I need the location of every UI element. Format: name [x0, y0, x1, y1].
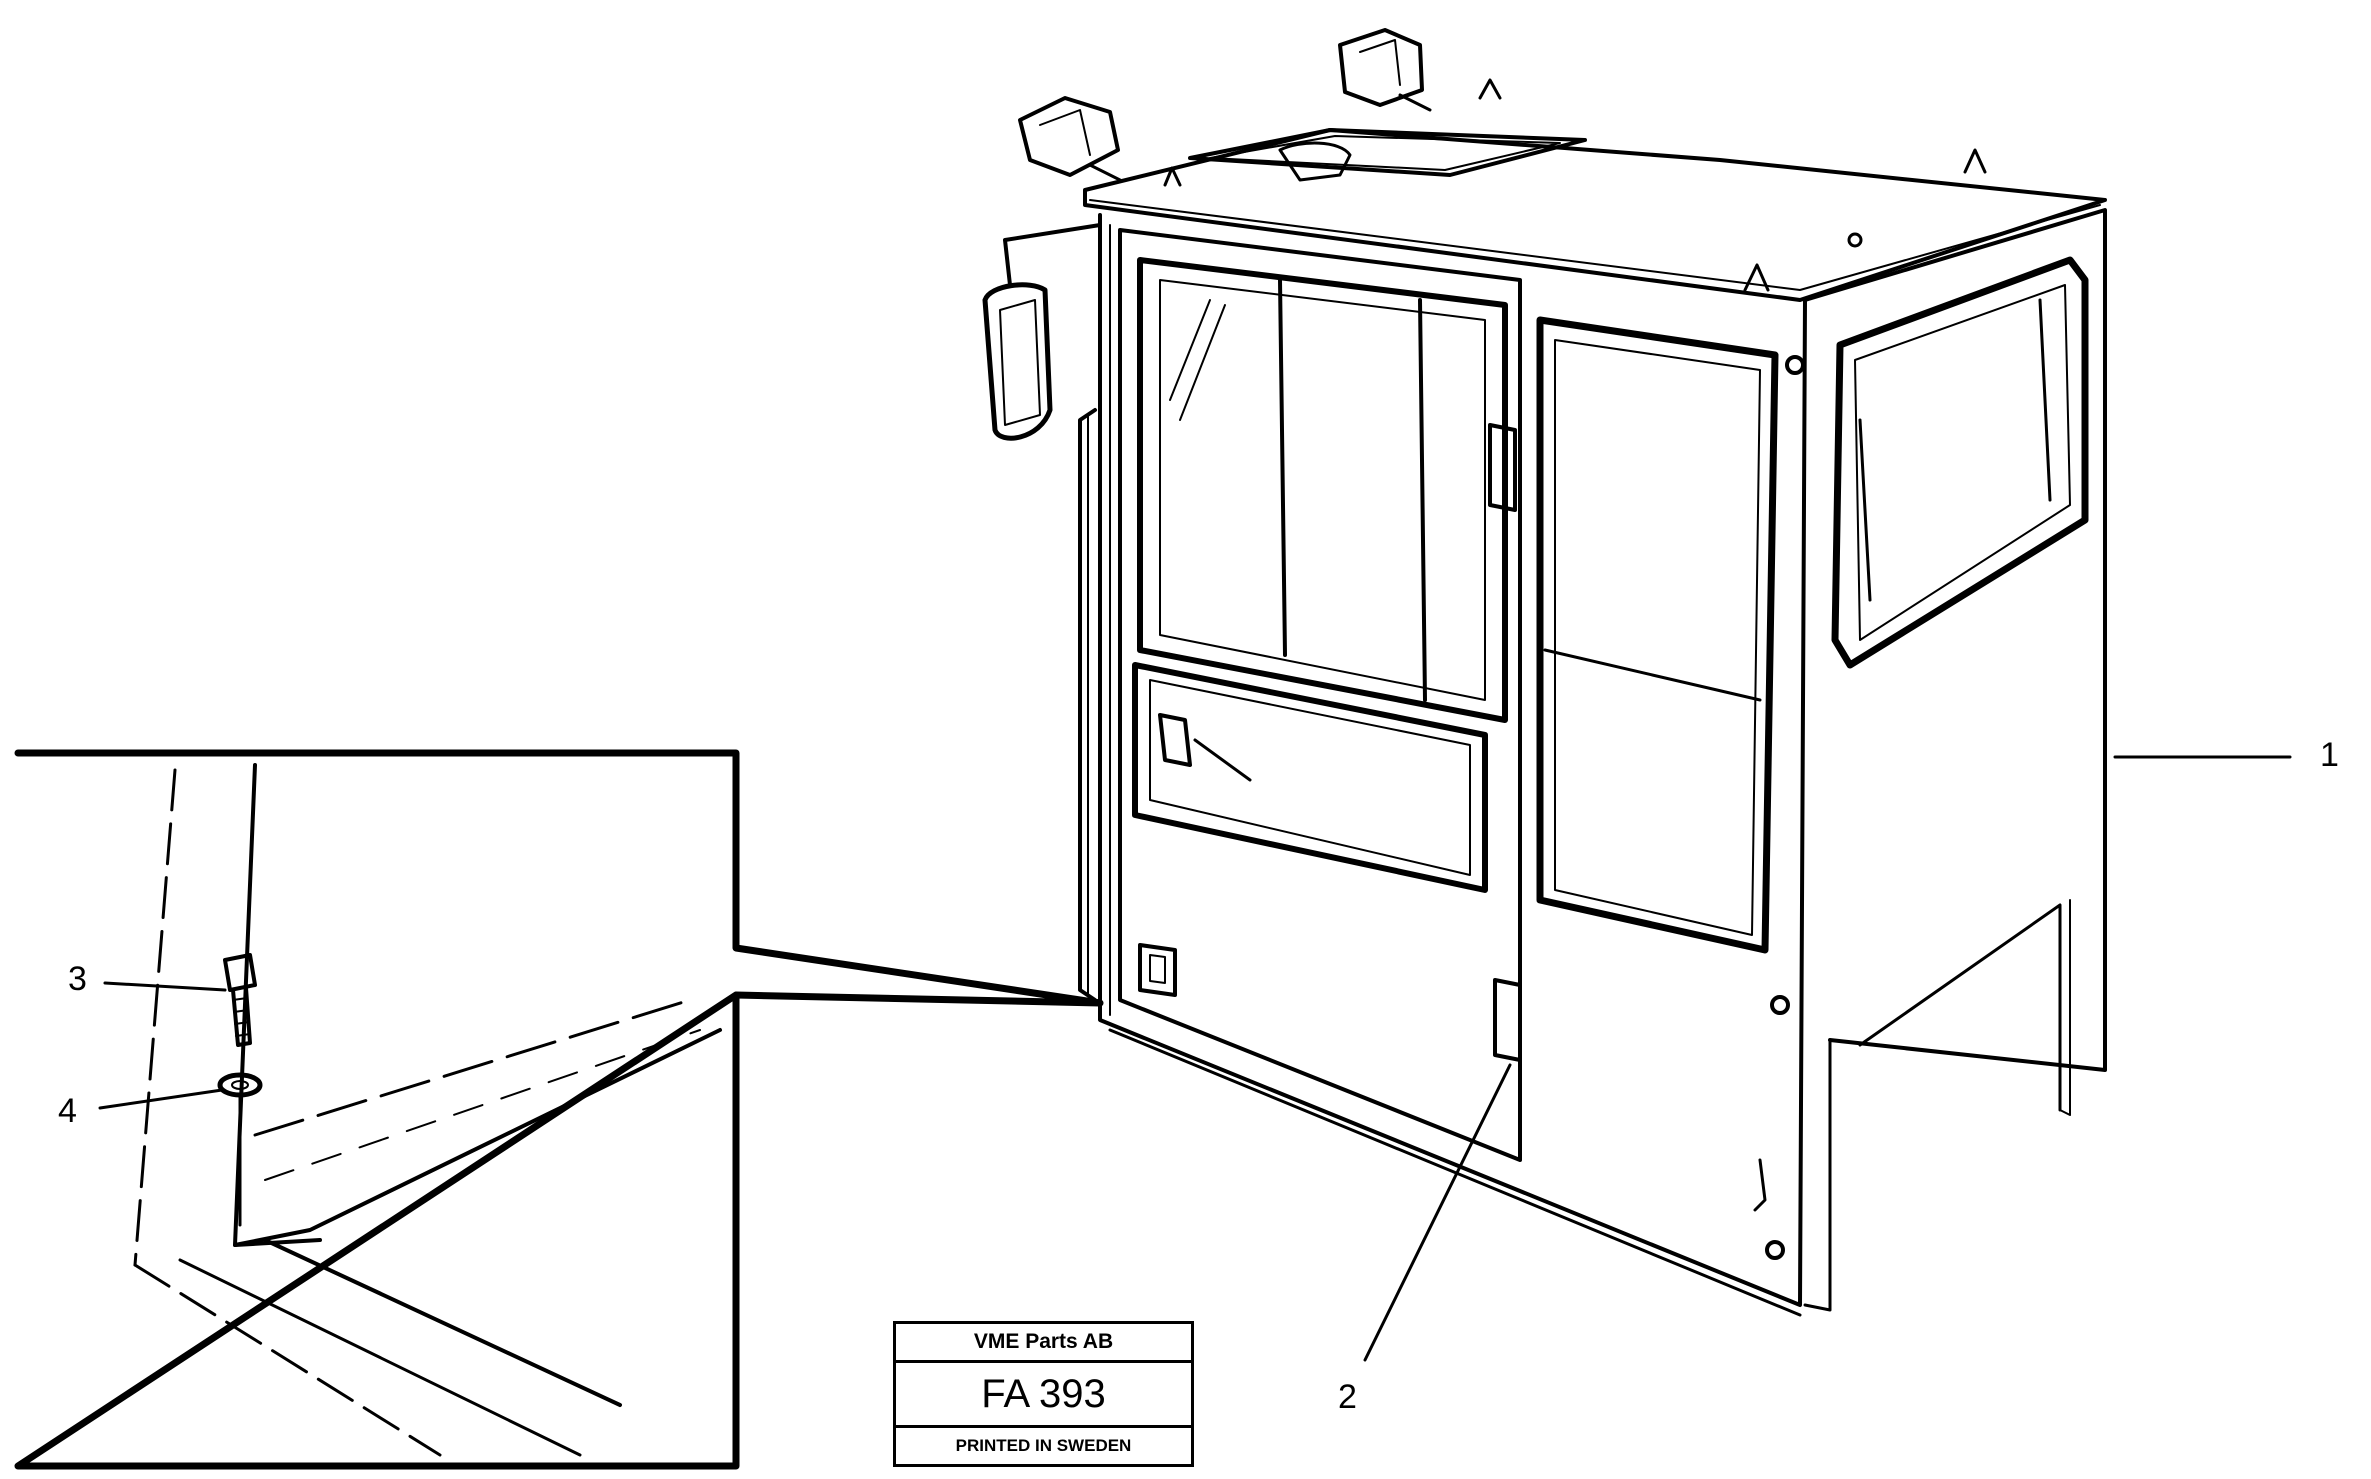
leader-lines [98, 755, 2292, 1362]
callout-2: 2 [1338, 1378, 1357, 1416]
company-name: VME Parts AB [896, 1324, 1191, 1363]
cab-side-face [1803, 208, 2107, 1072]
roof-hatch [1188, 128, 1587, 177]
door-upper-window [1137, 257, 1508, 723]
inset-frame [14, 749, 1104, 1470]
cab-door [1118, 228, 1522, 1162]
title-block: VME Parts AB FA 393 PRINTED IN SWEDEN [893, 1321, 1194, 1467]
cab-front-face [1098, 213, 1807, 1307]
bolt [223, 953, 257, 1047]
detail-inset [14, 749, 1104, 1470]
work-light-right [1338, 28, 1432, 112]
leader-2 [1363, 1063, 1512, 1362]
printed-note: PRINTED IN SWEDEN [955, 1436, 1132, 1455]
leader-4 [98, 1088, 224, 1110]
leader-3 [103, 981, 227, 992]
side-mirror [982, 223, 1102, 441]
cab-assembly [982, 28, 2107, 1317]
rear-side-window [1831, 256, 2089, 669]
front-side-window [1536, 316, 1779, 954]
door-lower-window [1132, 662, 1488, 893]
figure-code: FA 393 [896, 1363, 1191, 1428]
callout-1: 1 [2320, 736, 2339, 774]
work-light-left [1018, 96, 1122, 182]
callout-4: 4 [58, 1092, 77, 1130]
door-handle [1138, 943, 1177, 997]
callout-3: 3 [68, 960, 87, 998]
